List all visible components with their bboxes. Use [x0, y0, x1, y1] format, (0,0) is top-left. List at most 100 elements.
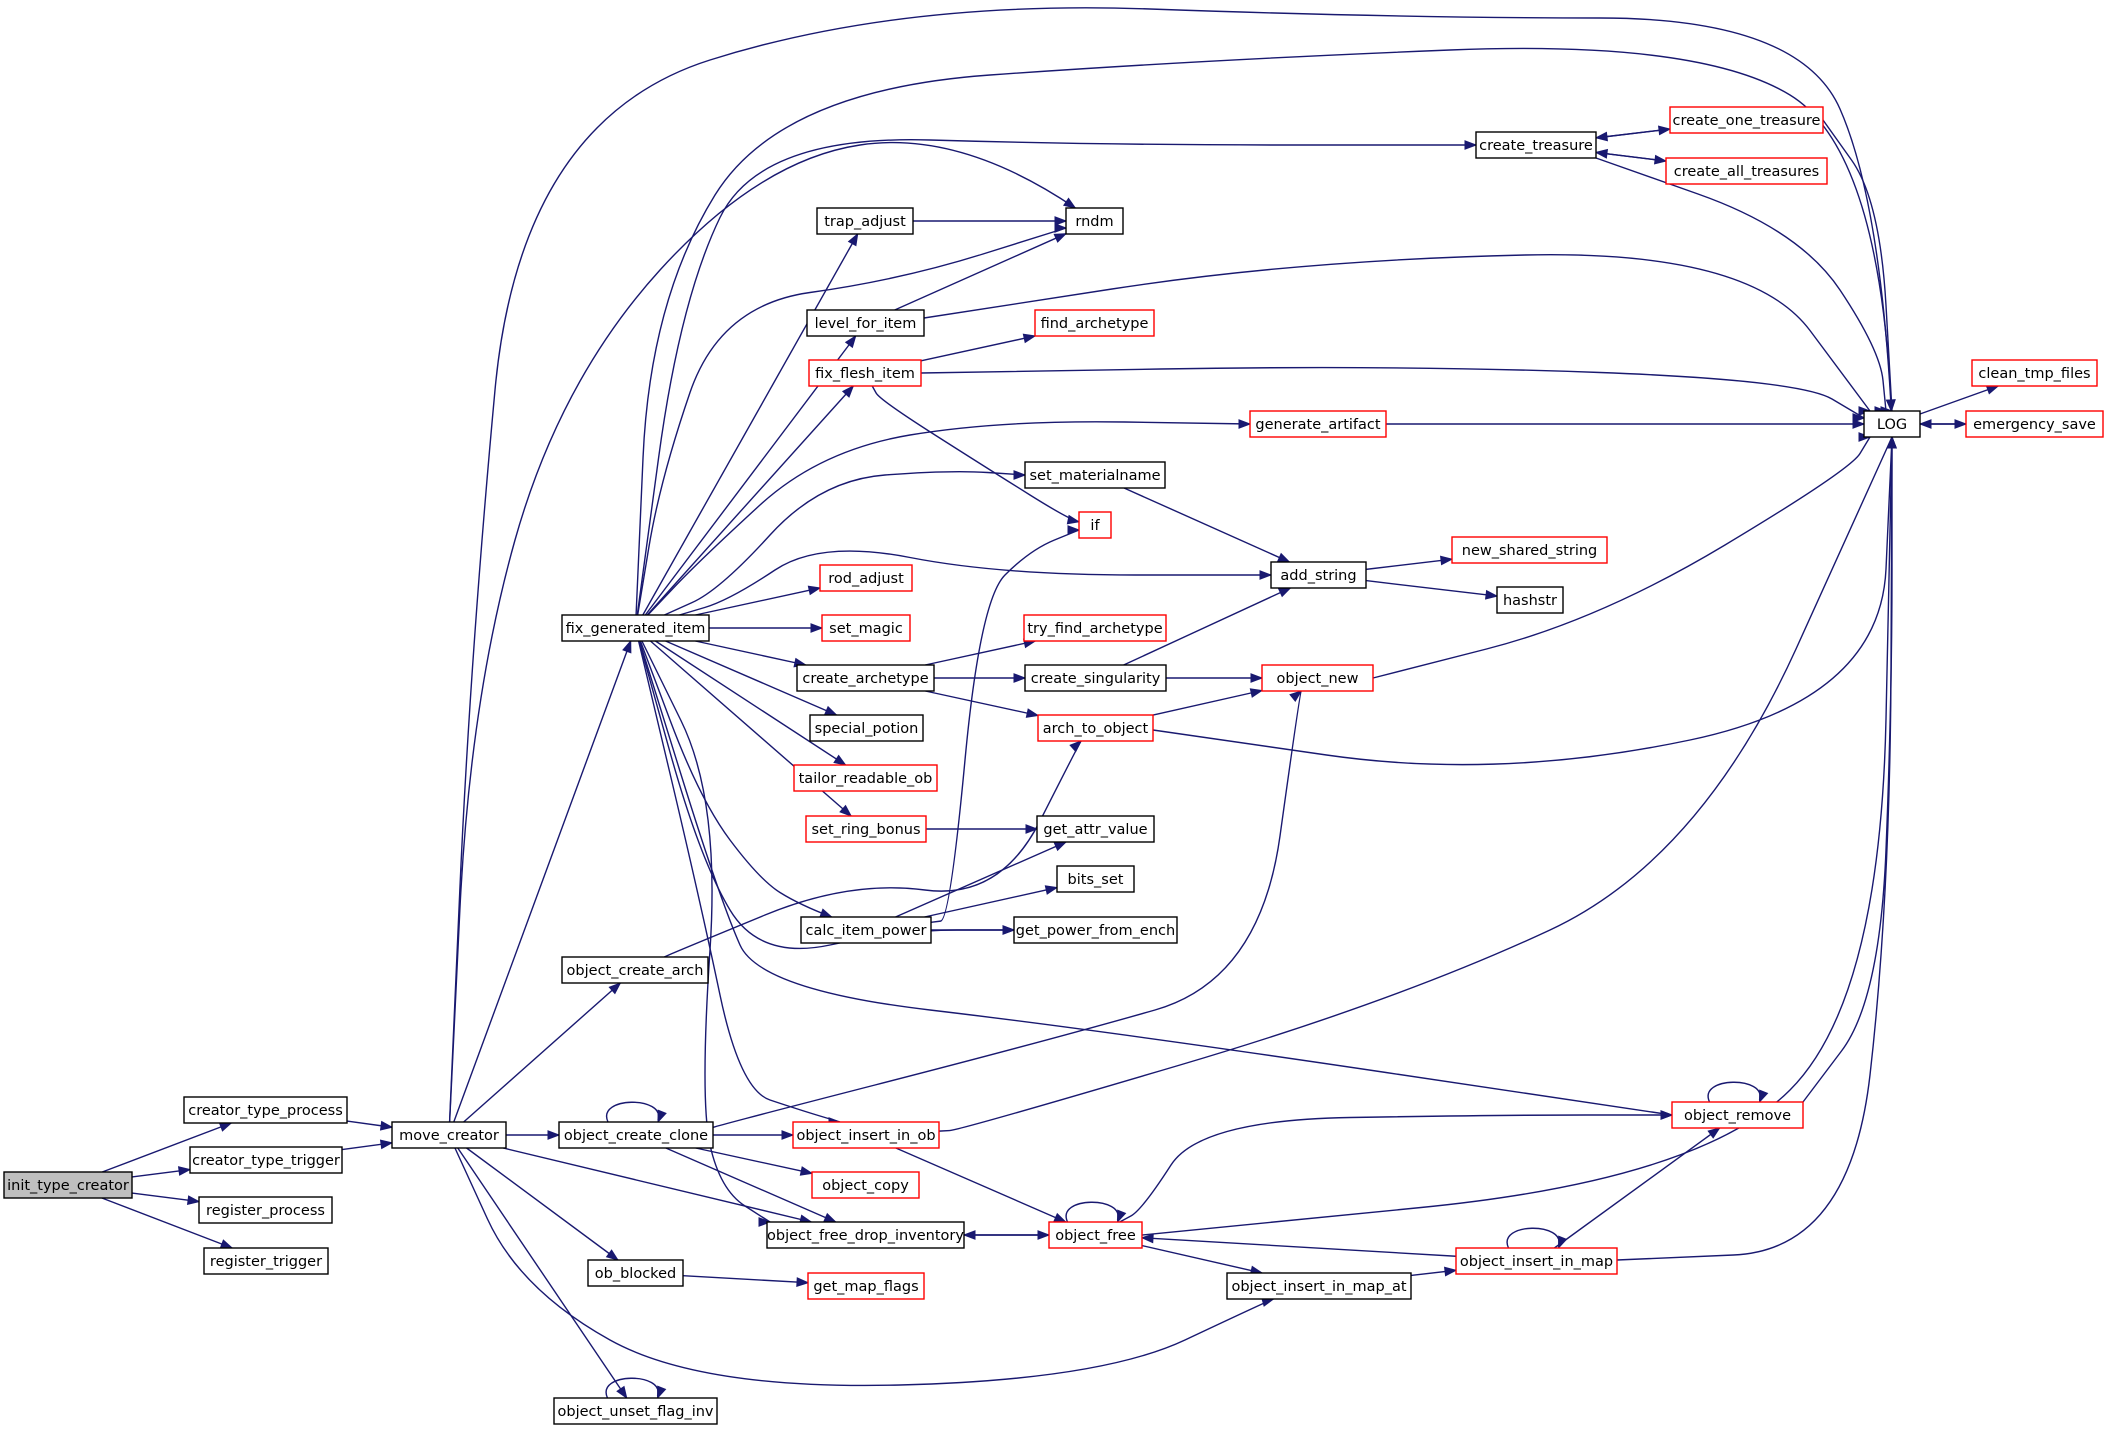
edge-line	[655, 640, 846, 766]
node-set_magic[interactable]: set_magic	[821, 614, 911, 642]
node-emergency_save[interactable]: emergency_save	[1965, 410, 2104, 438]
node-box	[1475, 131, 1597, 159]
node-box	[1863, 410, 1921, 438]
edge-fix_flesh_item-to-LOG	[920, 366, 1866, 423]
node-create_treasure[interactable]: create_treasure	[1475, 131, 1597, 159]
node-label: tailor_readable_ob	[799, 771, 933, 787]
node-get_attr_value[interactable]: get_attr_value	[1036, 815, 1155, 843]
edge-line	[664, 470, 1026, 616]
node-object_insert_in_map_at[interactable]: object_insert_in_map_at	[1226, 1272, 1412, 1300]
node-get_power_from_ench[interactable]: get_power_from_ench	[1013, 916, 1178, 944]
arrowhead	[1276, 552, 1291, 563]
edge-fix_generated_item-to-set_magic	[709, 623, 824, 633]
edge-line	[1372, 436, 1871, 679]
node-object_create_arch[interactable]: object_create_arch	[561, 956, 709, 984]
node-object_unset_flag_inv[interactable]: object_unset_flag_inv	[553, 1397, 718, 1425]
edge-object_create_clone-to-object_insert_in_ob	[713, 1130, 795, 1140]
edge-calc_item_power-to-if	[930, 525, 1081, 923]
node-register_trigger[interactable]: register_trigger	[203, 1247, 329, 1275]
node-rod_adjust[interactable]: rod_adjust	[819, 564, 913, 592]
node-rndm[interactable]: rndm	[1065, 207, 1124, 235]
node-object_remove[interactable]: object_remove	[1671, 1101, 1804, 1129]
node-box	[819, 564, 913, 592]
node-box	[811, 1171, 920, 1199]
node-object_create_clone[interactable]: object_create_clone	[558, 1121, 714, 1149]
node-create_all_treasures[interactable]: create_all_treasures	[1665, 157, 1828, 185]
node-create_singularity[interactable]: create_singularity	[1024, 664, 1167, 692]
node-label: add_string	[1280, 568, 1356, 584]
edge-fix_generated_item-to-rndm	[636, 223, 1068, 616]
node-creator_type_trigger[interactable]: creator_type_trigger	[189, 1146, 343, 1174]
node-register_process[interactable]: register_process	[198, 1196, 333, 1224]
node-object_free_drop_inventory[interactable]: object_free_drop_inventory	[766, 1221, 965, 1249]
edge-line	[466, 1147, 619, 1261]
node-trap_adjust[interactable]: trap_adjust	[816, 207, 914, 235]
node-move_creator[interactable]: move_creator	[391, 1121, 507, 1149]
node-object_insert_in_ob[interactable]: object_insert_in_ob	[792, 1121, 940, 1149]
node-label: if	[1090, 518, 1100, 534]
node-label: set_magic	[829, 621, 903, 637]
node-object_insert_in_map[interactable]: object_insert_in_map	[1455, 1247, 1618, 1275]
arrowhead	[1013, 673, 1027, 683]
node-new_shared_string[interactable]: new_shared_string	[1451, 536, 1608, 564]
edge-object_insert_in_map-to-object_free	[1140, 1233, 1457, 1257]
node-if[interactable]: if	[1078, 511, 1112, 539]
edge-move_creator-to-ob_blocked	[466, 1147, 620, 1261]
node-box	[1037, 714, 1154, 742]
node-hashstr[interactable]: hashstr	[1496, 586, 1564, 614]
node-find_archetype[interactable]: find_archetype	[1034, 309, 1155, 337]
node-create_one_treasure[interactable]: create_one_treasure	[1669, 106, 1824, 134]
node-label: fix_flesh_item	[815, 366, 915, 382]
call-edges	[101, 7, 2000, 1400]
node-special_potion[interactable]: special_potion	[809, 714, 924, 742]
node-get_map_flags[interactable]: get_map_flags	[807, 1272, 925, 1300]
node-fix_flesh_item[interactable]: fix_flesh_item	[808, 359, 922, 387]
node-calc_item_power[interactable]: calc_item_power	[800, 916, 932, 944]
node-object_new[interactable]: object_new	[1261, 664, 1374, 692]
node-box	[553, 1397, 718, 1425]
edge-calc_item_power-to-bits_set	[924, 885, 1059, 918]
node-LOG[interactable]: LOG	[1863, 410, 1921, 438]
edge-line	[695, 587, 821, 616]
arrowhead	[186, 1195, 201, 1206]
node-init_type_creator[interactable]: init_type_creator	[3, 1171, 133, 1199]
node-label: object_free_drop_inventory	[767, 1228, 964, 1244]
edge-fix_generated_item-to-object_remove	[638, 640, 1674, 1120]
node-object_free[interactable]: object_free	[1048, 1221, 1143, 1249]
node-clean_tmp_files[interactable]: clean_tmp_files	[1971, 359, 2098, 387]
node-level_for_item[interactable]: level_for_item	[806, 309, 925, 337]
node-box	[203, 1247, 329, 1275]
arrowhead	[1238, 419, 1252, 429]
node-creator_type_process[interactable]: creator_type_process	[183, 1096, 348, 1124]
node-try_find_archetype[interactable]: try_find_archetype	[1023, 614, 1167, 642]
node-fix_generated_item[interactable]: fix_generated_item	[561, 614, 710, 642]
edge-level_for_item-to-rndm	[894, 233, 1068, 311]
edge-fix_generated_item-to-tailor_readable_ob	[655, 640, 847, 766]
node-arch_to_object[interactable]: arch_to_object	[1037, 714, 1154, 742]
node-set_materialname[interactable]: set_materialname	[1024, 461, 1166, 489]
edge-line	[895, 1147, 1066, 1223]
node-box	[1261, 664, 1374, 692]
node-add_string[interactable]: add_string	[1270, 561, 1367, 589]
node-ob_blocked[interactable]: ob_blocked	[587, 1259, 684, 1287]
arrowhead	[1044, 885, 1059, 895]
node-tailor_readable_ob[interactable]: tailor_readable_ob	[793, 764, 938, 792]
arrowhead	[1660, 1110, 1674, 1120]
edge-line	[605, 1377, 659, 1399]
node-object_copy[interactable]: object_copy	[811, 1171, 920, 1199]
edge-line	[448, 7, 1892, 1123]
arrowhead	[810, 623, 824, 633]
edge-fix_generated_item-to-create_archetype	[695, 640, 808, 668]
node-create_archetype[interactable]: create_archetype	[796, 664, 935, 692]
arrowhead	[1053, 1212, 1067, 1223]
arrowhead	[839, 804, 853, 817]
node-bits_set[interactable]: bits_set	[1056, 865, 1135, 893]
node-set_ring_bonus[interactable]: set_ring_bonus	[805, 815, 927, 843]
arrowhead	[1707, 1127, 1721, 1139]
call-nodes: init_type_creatorcreator_type_processcre…	[3, 106, 2104, 1425]
edge-object_new-to-LOG	[1372, 432, 1872, 679]
edge-move_creator-to-object_create_arch	[463, 982, 622, 1123]
node-generate_artifact[interactable]: generate_artifact	[1249, 410, 1387, 438]
arrowhead	[1464, 140, 1478, 150]
edge-line	[646, 385, 854, 616]
